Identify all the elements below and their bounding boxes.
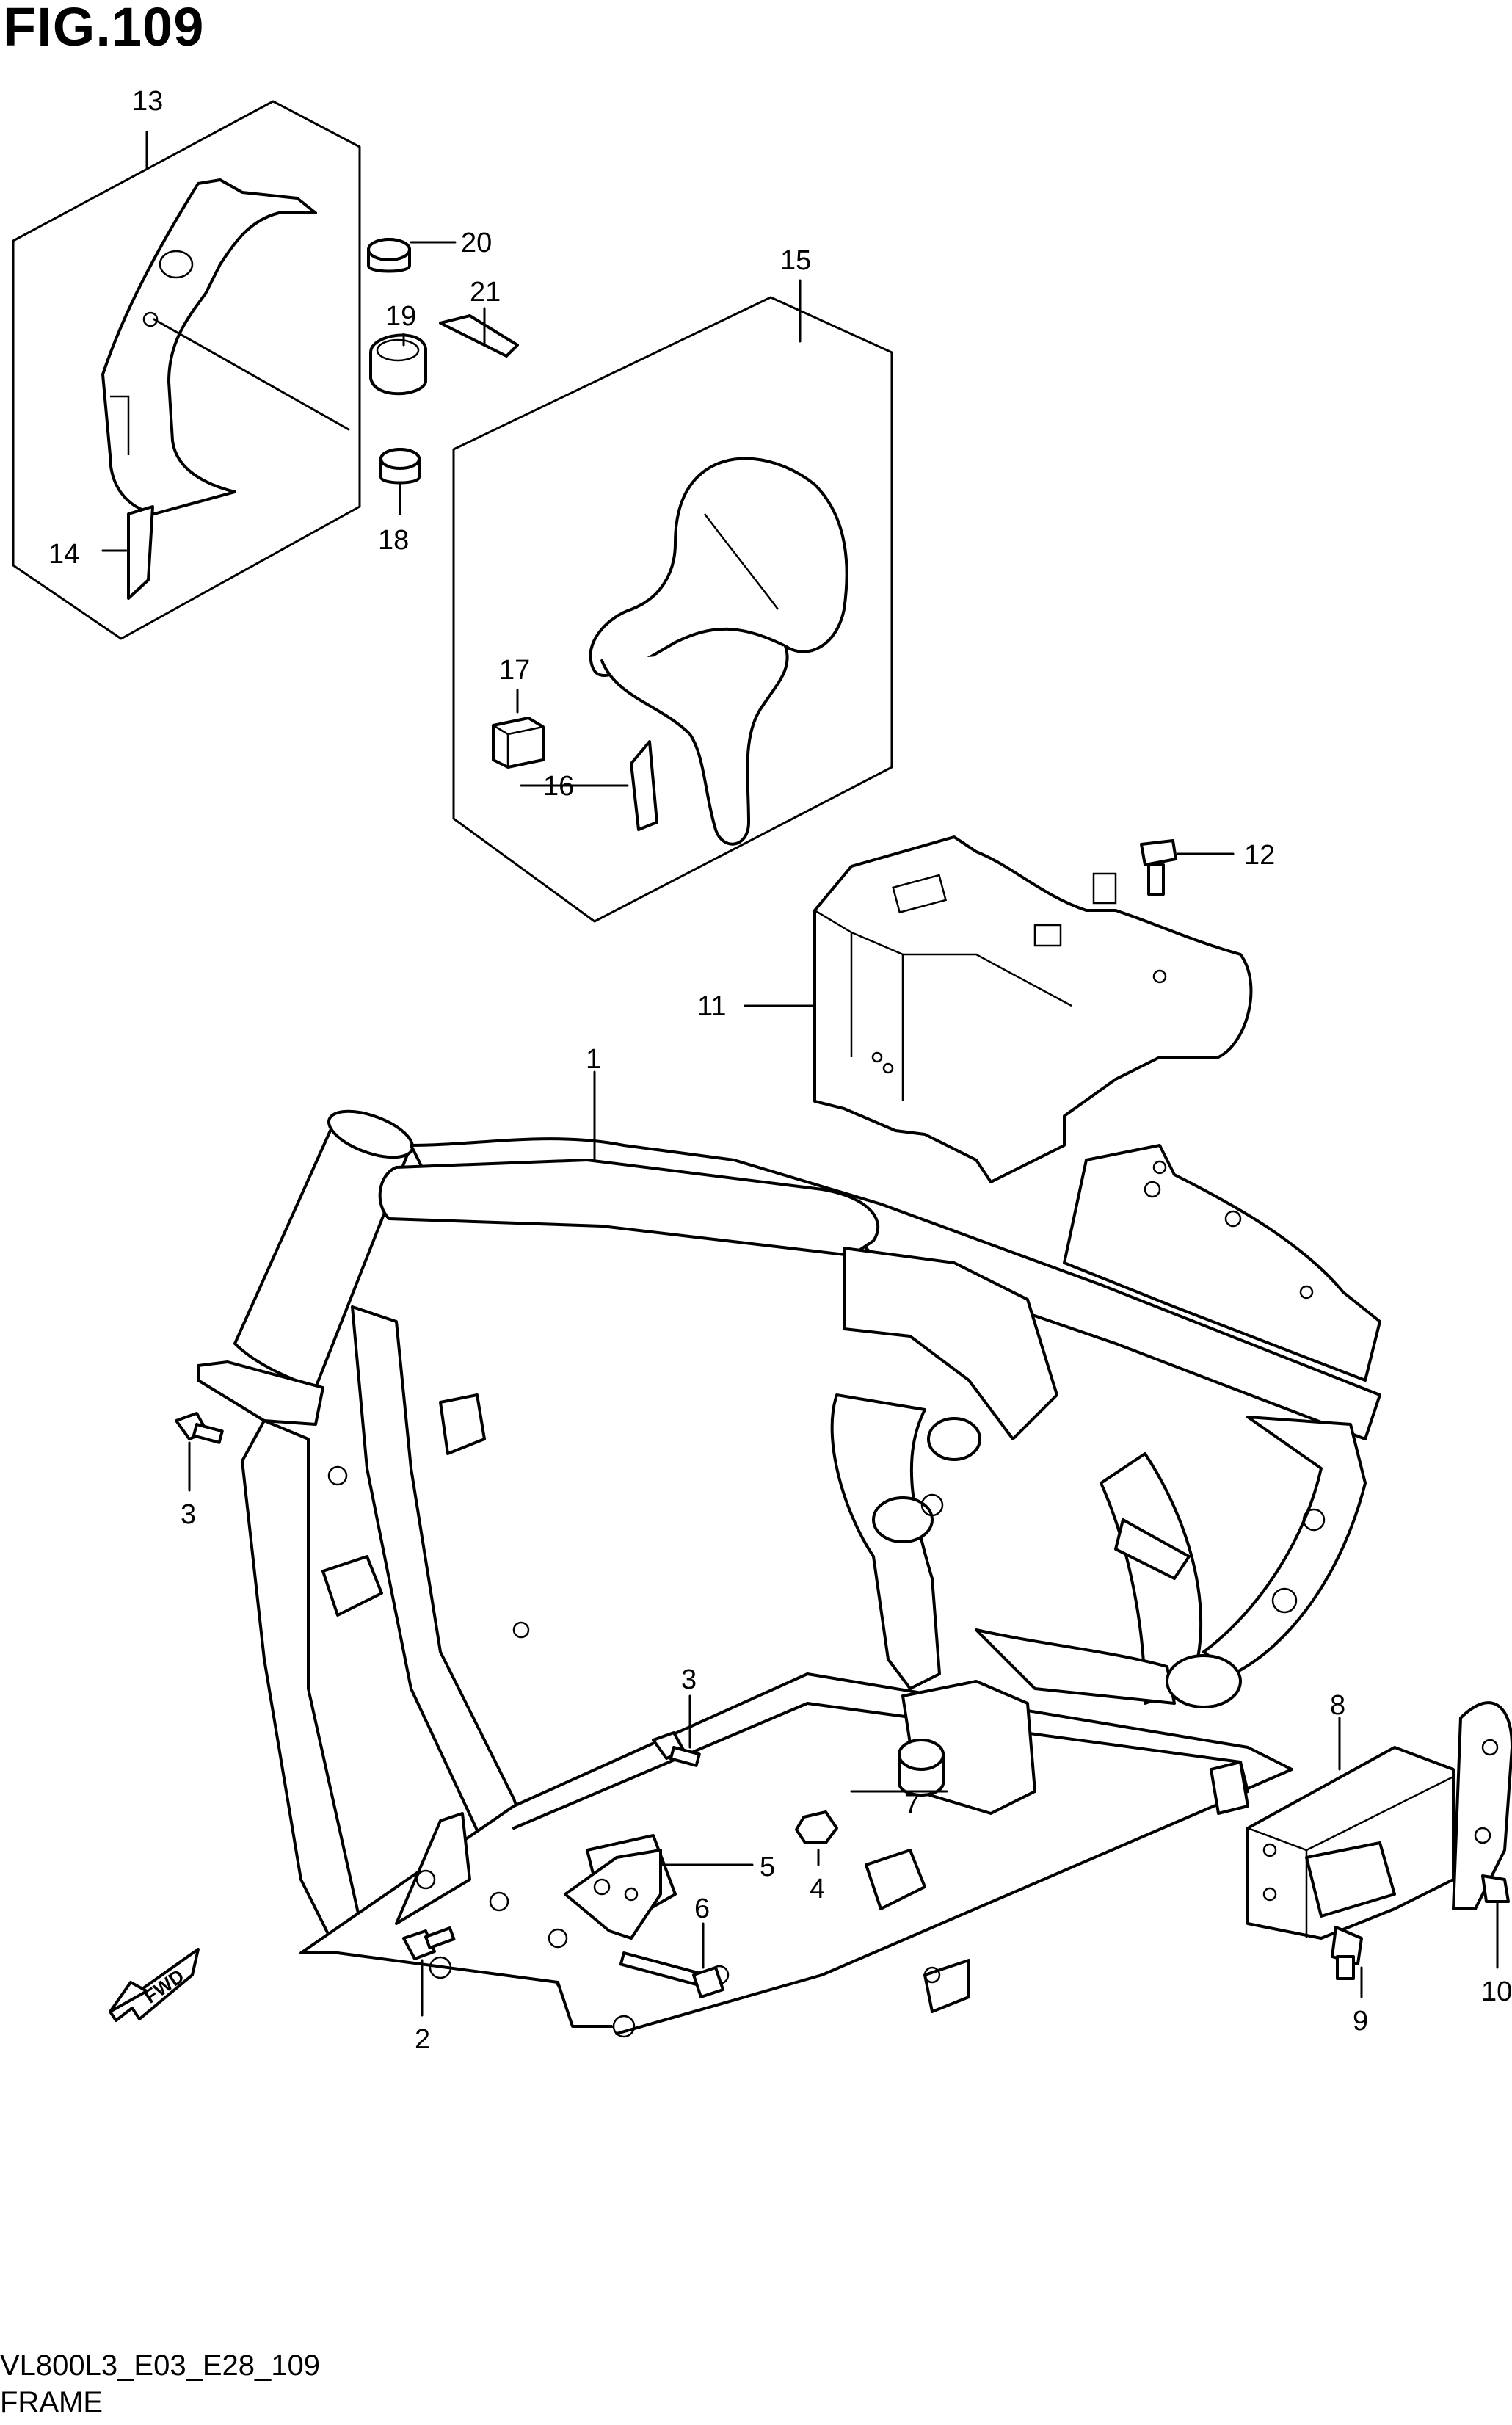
bolt-part-10 xyxy=(1481,1874,1510,1903)
callout-1: 1 xyxy=(586,1044,601,1075)
figure-code: VL800L3_E03_E28_109 xyxy=(0,2349,320,2382)
callout-4: 4 xyxy=(810,1874,825,1904)
callout-labels: 1 2 3 3 4 5 6 7 8 9 10 11 12 13 14 15 16… xyxy=(48,86,1512,2055)
callout-19: 19 xyxy=(385,301,416,332)
callout-13: 13 xyxy=(132,86,163,117)
bracket-part-5 xyxy=(564,1849,662,1940)
bolt-part-12 xyxy=(1140,839,1177,896)
callout-12: 12 xyxy=(1244,840,1275,871)
battery-holder-part-11 xyxy=(813,835,1253,1183)
callout-16: 16 xyxy=(543,771,574,802)
bracket-assembly-part-8 xyxy=(1246,1701,1512,1940)
main-frame-part-1 xyxy=(197,1109,1381,2038)
leader-lines xyxy=(101,131,1499,2017)
cover-group-15-panel xyxy=(452,296,893,923)
callout-9: 9 xyxy=(1353,2006,1368,2037)
bolt-part-6 xyxy=(619,1951,724,1998)
bolt-part-3-lower xyxy=(652,1731,701,1767)
callout-5: 5 xyxy=(760,1852,775,1882)
collar-part-18 xyxy=(379,448,421,485)
strip-part-14 xyxy=(127,505,154,600)
callout-20: 20 xyxy=(461,228,492,258)
bolt-part-9 xyxy=(1331,1926,1363,1980)
callout-8: 8 xyxy=(1330,1690,1345,1721)
callout-6: 6 xyxy=(694,1893,710,1924)
grommet-part-20 xyxy=(367,238,411,273)
bolt-part-3-upper xyxy=(175,1412,224,1444)
callout-3-center: 3 xyxy=(681,1664,697,1695)
frame-cover-part xyxy=(101,178,317,515)
callout-18: 18 xyxy=(378,525,409,556)
callout-10: 10 xyxy=(1481,1976,1512,2007)
strip-part-16 xyxy=(630,740,658,831)
callout-15: 15 xyxy=(780,245,811,276)
figure-name: FRAME xyxy=(0,2386,103,2418)
callout-14: 14 xyxy=(48,539,79,570)
callout-17: 17 xyxy=(499,655,530,686)
cushion-part-21 xyxy=(439,314,519,358)
figure-title: FIG.109 xyxy=(3,0,205,57)
fwd-direction-arrow: FWD xyxy=(109,1948,200,2022)
callout-3-left: 3 xyxy=(181,1499,196,1530)
callout-2: 2 xyxy=(415,2024,430,2055)
callout-11: 11 xyxy=(697,991,726,1022)
side-cover-part xyxy=(589,457,848,846)
grommet-part-19 xyxy=(369,333,427,396)
cover-group-13-panel xyxy=(12,100,361,640)
collar-part-7 xyxy=(898,1739,945,1797)
pad-part-17 xyxy=(492,717,545,769)
callout-7: 7 xyxy=(904,1789,920,1820)
nut-part-4 xyxy=(795,1810,838,1844)
bolt-part-2 xyxy=(402,1926,456,1960)
callout-21: 21 xyxy=(470,277,501,308)
